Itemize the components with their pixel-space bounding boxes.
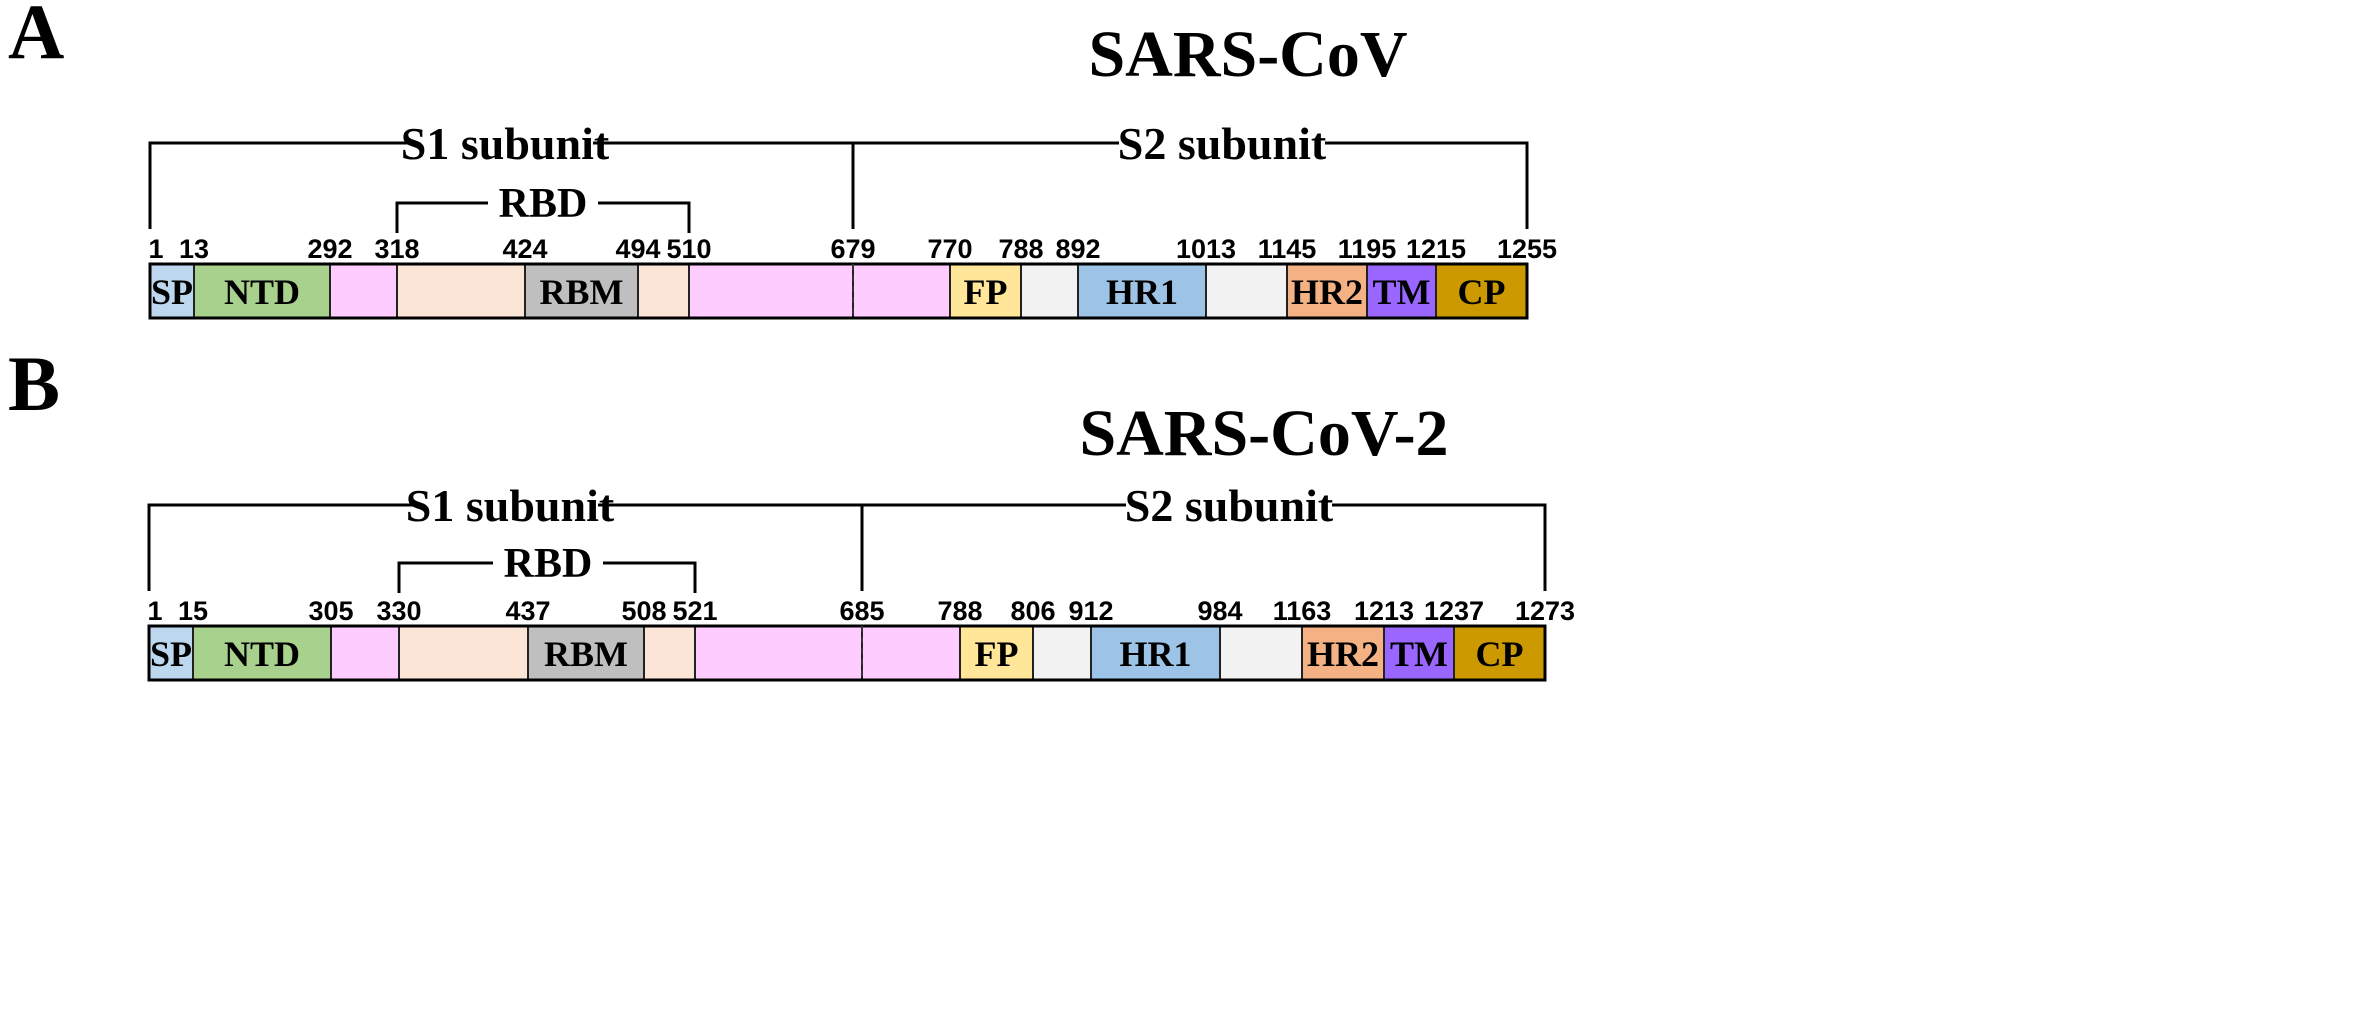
- rbd-bracket-right: [603, 561, 697, 593]
- position-label: 1273: [1515, 596, 1575, 626]
- s1-bracket-left: [147, 503, 422, 591]
- position-label: 1195: [1338, 234, 1397, 264]
- domain-label-hr1: HR1: [1120, 634, 1192, 674]
- position-label: 788: [937, 596, 982, 626]
- domain-segment: [688, 263, 854, 319]
- domain-segment: [852, 263, 951, 319]
- panel-letter: B: [8, 340, 60, 427]
- domain-segment-fp: [949, 263, 1022, 319]
- position-label: 330: [376, 596, 421, 626]
- s2-bracket-right: [1325, 141, 1529, 229]
- rbd-bracket-left: [395, 201, 488, 233]
- domain-segment: [1020, 263, 1079, 319]
- domain-segment: [398, 625, 529, 681]
- domain-segment: [330, 625, 400, 681]
- domain-label-ntd: NTD: [224, 272, 300, 312]
- domain-label-fp: FP: [975, 634, 1019, 674]
- domain-label-hr2: HR2: [1291, 272, 1363, 312]
- domain-segment: [1205, 263, 1288, 319]
- position-label: 788: [998, 234, 1043, 264]
- domain-segment: [694, 625, 863, 681]
- domain-segment-tm: [1366, 263, 1437, 319]
- s2-bracket-right: [1332, 503, 1547, 591]
- s2-subunit-label: S2 subunit: [1125, 480, 1334, 531]
- position-label: 1237: [1424, 596, 1484, 626]
- domain-label-hr2: HR2: [1307, 634, 1379, 674]
- panel-title: SARS-CoV: [1088, 18, 1407, 91]
- rbd-label: RBD: [499, 181, 588, 227]
- rbd-bracket-left: [397, 561, 493, 593]
- position-label: 770: [927, 234, 972, 264]
- position-label: 1013: [1176, 234, 1236, 264]
- position-label: 806: [1010, 596, 1055, 626]
- domain-label-sp: SP: [151, 272, 193, 312]
- s2-subunit-label: S2 subunit: [1118, 118, 1327, 169]
- domain-label-hr1: HR1: [1106, 272, 1178, 312]
- position-label: 510: [666, 234, 711, 264]
- position-label: 679: [830, 234, 875, 264]
- domain-label-rbm: RBM: [544, 634, 628, 674]
- position-label: 1145: [1258, 234, 1317, 264]
- domain-segment-hr2: [1286, 263, 1368, 319]
- position-label: 508: [621, 596, 666, 626]
- position-label: 1: [147, 596, 162, 626]
- position-label: 521: [672, 596, 717, 626]
- s1-subunit-label: S1 subunit: [401, 118, 610, 169]
- position-label: 984: [1197, 596, 1242, 626]
- position-label: 305: [308, 596, 353, 626]
- domain-label-tm: TM: [1390, 634, 1448, 674]
- position-label: 1163: [1273, 596, 1332, 626]
- position-label: 424: [502, 234, 547, 264]
- domain-segment: [643, 625, 696, 681]
- position-label: 912: [1068, 596, 1113, 626]
- domain-label-cp: CP: [1458, 272, 1506, 312]
- domain-label-tm: TM: [1373, 272, 1431, 312]
- position-label: 1: [148, 234, 163, 264]
- domain-label-cp: CP: [1476, 634, 1524, 674]
- domain-segment: [1032, 625, 1092, 681]
- domain-segment-hr2: [1301, 625, 1385, 681]
- domain-label-rbm: RBM: [540, 272, 624, 312]
- domain-segment: [329, 263, 398, 319]
- position-label: 1213: [1354, 596, 1414, 626]
- rbd-bracket-right: [598, 201, 691, 233]
- domain-bar-outline: [147, 624, 1547, 682]
- position-label: 13: [179, 234, 209, 264]
- position-label: 1215: [1406, 234, 1466, 264]
- domain-segment: [1219, 625, 1303, 681]
- domain-segment: [861, 625, 961, 681]
- domain-segment-hr1: [1090, 625, 1221, 681]
- rbd-label: RBD: [504, 541, 593, 587]
- position-label: 292: [307, 234, 352, 264]
- panel-letter: A: [8, 0, 64, 75]
- domain-label-fp: FP: [964, 272, 1008, 312]
- s1-subunit-label: S1 subunit: [406, 480, 615, 531]
- domain-label-sp: SP: [150, 634, 192, 674]
- position-label: 318: [374, 234, 419, 264]
- domain-bar-outline: [148, 262, 1529, 320]
- domain-segment-ntd: [192, 625, 332, 681]
- domain-label-ntd: NTD: [224, 634, 300, 674]
- position-label: 494: [615, 234, 660, 264]
- position-label: 892: [1055, 234, 1100, 264]
- domain-segment-rbm: [524, 263, 639, 319]
- domain-segment: [637, 263, 690, 319]
- position-label: 1255: [1497, 234, 1557, 264]
- domain-segment: [396, 263, 526, 319]
- position-label: 685: [839, 596, 884, 626]
- position-label: 437: [505, 596, 550, 626]
- s1-bracket-left: [148, 141, 417, 229]
- position-label: 15: [178, 596, 208, 626]
- panel-title: SARS-CoV-2: [1079, 397, 1448, 470]
